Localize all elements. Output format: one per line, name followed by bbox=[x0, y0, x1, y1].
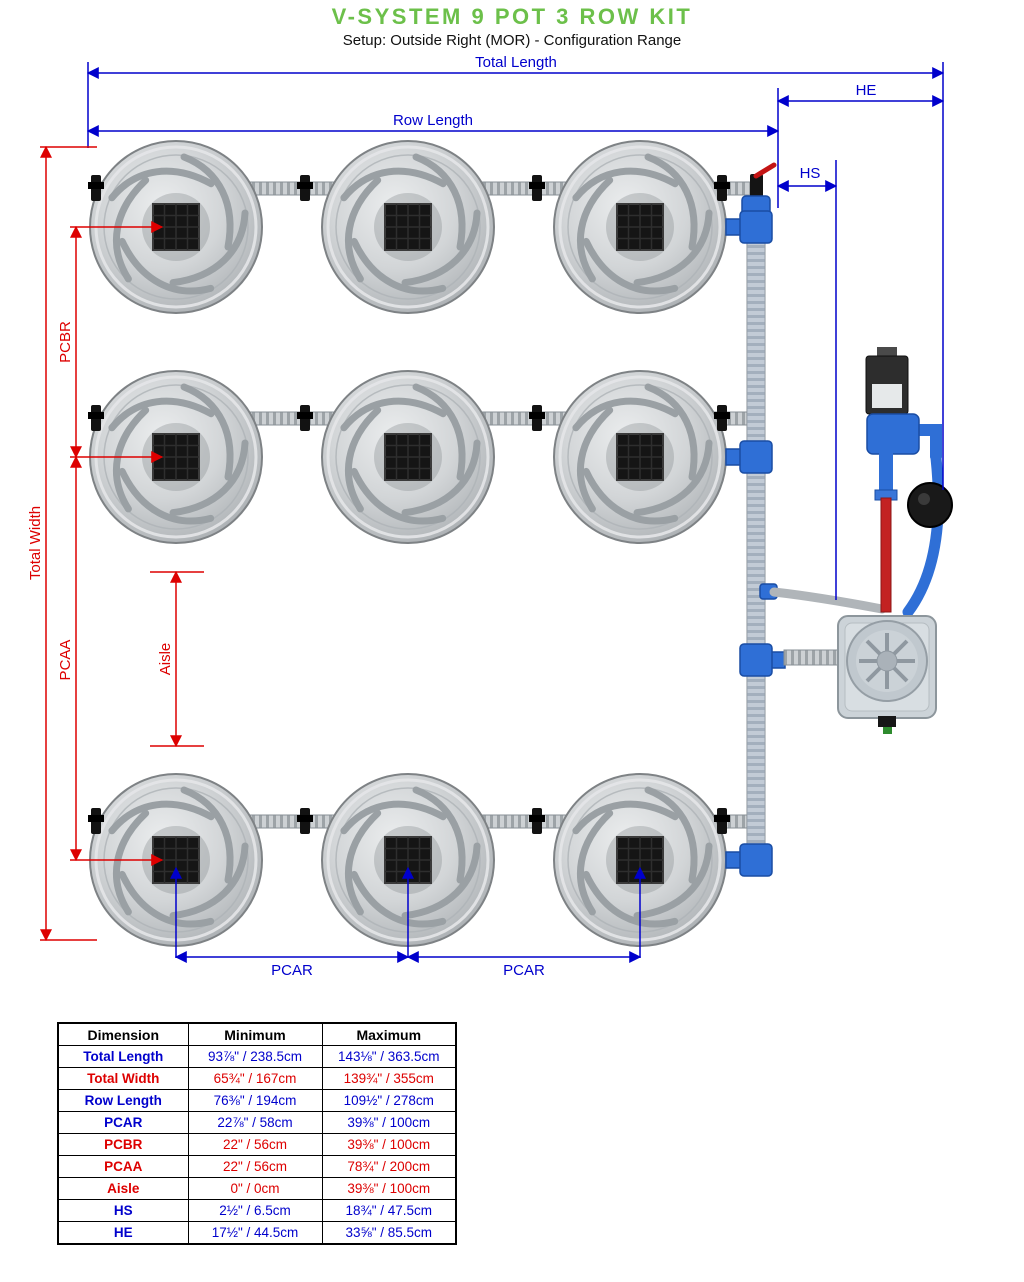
dimension-labels: Total Length HE Row Length HS Total Widt… bbox=[27, 54, 876, 979]
row-maximum: 33⅝" / 85.5cm bbox=[321, 1221, 457, 1245]
row-maximum: 139¾" / 355cm bbox=[321, 1067, 457, 1090]
row-dimension: HS bbox=[57, 1199, 189, 1222]
row-dimension: Total Width bbox=[57, 1067, 189, 1090]
pot-r1c1 bbox=[90, 141, 262, 315]
row-dimension: HE bbox=[57, 1221, 189, 1245]
row-dimension: PCAR bbox=[57, 1111, 189, 1134]
drain-fitting bbox=[878, 716, 896, 727]
row-minimum: 65¾" / 167cm bbox=[187, 1067, 323, 1090]
inline-filter bbox=[907, 482, 953, 528]
row-dimension: Aisle bbox=[57, 1177, 189, 1200]
red-dimensions bbox=[40, 145, 204, 942]
label-pcbr: PCBR bbox=[57, 321, 74, 363]
row-minimum: 2½" / 6.5cm bbox=[187, 1199, 323, 1222]
row-maximum: 78¾" / 200cm bbox=[321, 1155, 457, 1178]
manifold-pipe bbox=[746, 205, 766, 869]
valve-handle bbox=[753, 162, 777, 179]
label-pcar-left: PCAR bbox=[271, 962, 313, 979]
reservoir-connector bbox=[783, 649, 839, 666]
row-minimum: 22⅞" / 58cm bbox=[187, 1111, 323, 1134]
page-subtitle: Setup: Outside Right (MOR) - Configurati… bbox=[342, 32, 682, 49]
row-minimum: 0" / 0cm bbox=[187, 1177, 323, 1200]
row-maximum: 39⅜" / 100cm bbox=[321, 1111, 457, 1134]
pot-r2c2 bbox=[322, 371, 494, 545]
table-row: Aisle 0" / 0cm 39⅜" / 100cm bbox=[57, 1177, 457, 1200]
label-pcar-right: PCAR bbox=[503, 962, 545, 979]
table-row: HE 17½" / 44.5cm 33⅝" / 85.5cm bbox=[57, 1221, 457, 1245]
pump-assembly bbox=[865, 347, 953, 613]
return-pipe bbox=[902, 452, 944, 618]
row-minimum: 22" / 56cm bbox=[187, 1133, 323, 1156]
dimensions-table: Dimension Minimum Maximum Total Length 9… bbox=[57, 1022, 457, 1245]
row-minimum: 76⅜" / 194cm bbox=[187, 1089, 323, 1112]
label-pcaa: PCAA bbox=[57, 640, 74, 681]
col-header-minimum: Minimum bbox=[187, 1022, 323, 1046]
table-row: HS 2½" / 6.5cm 18¾" / 47.5cm bbox=[57, 1199, 457, 1222]
label-he: HE bbox=[856, 82, 877, 99]
drain-valve bbox=[883, 727, 892, 734]
row-dimension: PCAA bbox=[57, 1155, 189, 1178]
top-valve bbox=[750, 174, 763, 202]
table-header-row: Dimension Minimum Maximum bbox=[57, 1022, 457, 1046]
col-header-maximum: Maximum bbox=[321, 1022, 457, 1046]
page-header: V-SYSTEM 9 POT 3 ROW KIT Setup: Outside … bbox=[0, 0, 1024, 49]
table-row: Total Width 65¾" / 167cm 139¾" / 355cm bbox=[57, 1067, 457, 1090]
table-row: Row Length 76⅜" / 194cm 109½" / 278cm bbox=[57, 1089, 457, 1112]
label-row-length: Row Length bbox=[393, 112, 473, 129]
suction-hose bbox=[769, 587, 887, 614]
table-row: PCAR 22⅞" / 58cm 39⅜" / 100cm bbox=[57, 1111, 457, 1134]
pot-grid bbox=[90, 141, 726, 948]
row-minimum: 17½" / 44.5cm bbox=[187, 1221, 323, 1245]
pot-r1c2 bbox=[322, 141, 494, 315]
row-maximum: 143⅛" / 363.5cm bbox=[321, 1045, 457, 1068]
controller-label bbox=[872, 384, 902, 408]
blue-dimensions bbox=[86, 62, 945, 963]
label-total-length: Total Length bbox=[475, 54, 557, 71]
row-minimum: 22" / 56cm bbox=[187, 1155, 323, 1178]
tee-row2 bbox=[739, 440, 773, 474]
pot-r1c3 bbox=[554, 141, 726, 315]
label-total-width: Total Width bbox=[27, 506, 44, 580]
pot-r2c1 bbox=[90, 371, 262, 545]
row-dimension: PCBR bbox=[57, 1133, 189, 1156]
col-header-dimension: Dimension bbox=[57, 1022, 189, 1046]
table-row: Total Length 93⅞" / 238.5cm 143⅛" / 363.… bbox=[57, 1045, 457, 1068]
elbow-row3 bbox=[739, 843, 773, 877]
row-maximum: 18¾" / 47.5cm bbox=[321, 1199, 457, 1222]
manifold-fittings bbox=[725, 162, 786, 877]
row-dimension: Row Length bbox=[57, 1089, 189, 1112]
label-hs: HS bbox=[800, 165, 821, 182]
row-maximum: 109½" / 278cm bbox=[321, 1089, 457, 1112]
pot-r2c3 bbox=[554, 371, 726, 545]
page-title: V-SYSTEM 9 POT 3 ROW KIT bbox=[331, 4, 693, 29]
table-row: PCBR 22" / 56cm 39⅜" / 100cm bbox=[57, 1133, 457, 1156]
row-minimum: 93⅞" / 238.5cm bbox=[187, 1045, 323, 1068]
pump-body bbox=[866, 413, 920, 455]
table-row: PCAA 22" / 56cm 78¾" / 200cm bbox=[57, 1155, 457, 1178]
row-dimension: Total Length bbox=[57, 1045, 189, 1068]
label-aisle: Aisle bbox=[157, 643, 174, 676]
hoses bbox=[769, 452, 944, 666]
row-maximum: 39⅜" / 100cm bbox=[321, 1177, 457, 1200]
row-maximum: 39⅜" / 100cm bbox=[321, 1133, 457, 1156]
red-standpipe bbox=[880, 497, 892, 613]
tee-row1 bbox=[739, 210, 773, 244]
tee-reservoir bbox=[739, 643, 773, 677]
reservoir bbox=[837, 615, 937, 734]
